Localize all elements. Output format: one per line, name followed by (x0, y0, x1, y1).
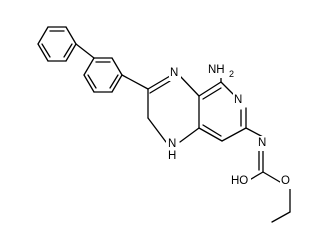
phenylene-ring (83, 57, 123, 93)
carbamate-n-label: N (257, 136, 269, 151)
dihydropyrazine-ring (147, 75, 200, 143)
molecule-structure: NH 2 N N N H N HO O (37, 26, 293, 223)
pyrazine-n-label: N (169, 66, 181, 81)
hydroxyl-label: HO (229, 174, 251, 189)
ring-nh-n-text: N (168, 138, 176, 150)
hydroxyl-text: HO (231, 175, 248, 187)
carbamate-chain (245, 127, 291, 223)
amine-nh-text: NH (208, 64, 225, 76)
ring-nh-h-text: H (168, 150, 176, 162)
amine-subscript-text: 2 (229, 69, 234, 79)
pyridine-n-text: N (234, 94, 242, 106)
terminal-phenyl-ring (37, 26, 77, 62)
ether-o-text: O (281, 175, 290, 187)
pyrazine-n-text: N (170, 67, 178, 79)
pyridine-ring (198, 81, 247, 142)
ether-o-label: O (280, 174, 293, 189)
ring-nh-label: N H (166, 136, 179, 164)
biaryl-bond (75, 43, 95, 59)
amine-label: NH 2 (206, 62, 238, 79)
pyridine-n-label: N (233, 92, 245, 107)
aryl-link-bond (121, 74, 149, 90)
carbamate-n-text: N (258, 137, 266, 149)
